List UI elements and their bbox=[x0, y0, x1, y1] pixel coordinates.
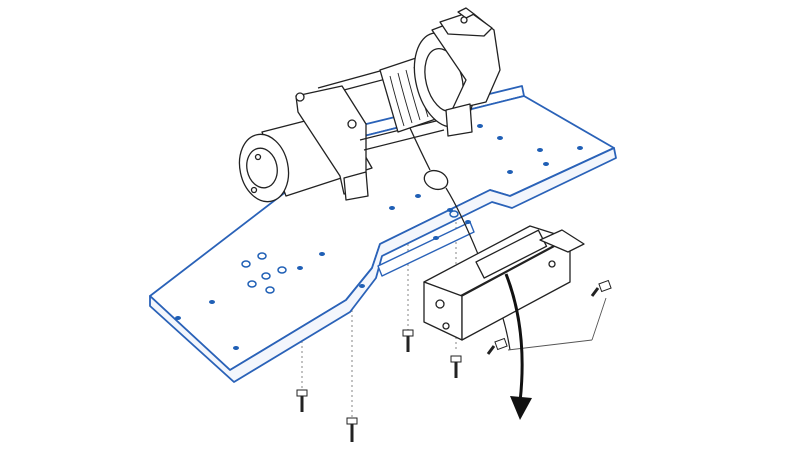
bolt-2 bbox=[346, 417, 358, 442]
arrow-down-icon bbox=[504, 273, 532, 420]
bolt-icon bbox=[296, 279, 612, 442]
bolt-6 bbox=[486, 337, 508, 355]
plate-large-holes bbox=[241, 210, 459, 294]
bolt-4 bbox=[450, 355, 462, 378]
roller-fairlead-icon bbox=[423, 225, 585, 341]
bolt-3 bbox=[402, 329, 414, 352]
bolt-1 bbox=[296, 389, 308, 412]
bolt-5 bbox=[590, 279, 612, 297]
winch-icon bbox=[238, 7, 501, 203]
